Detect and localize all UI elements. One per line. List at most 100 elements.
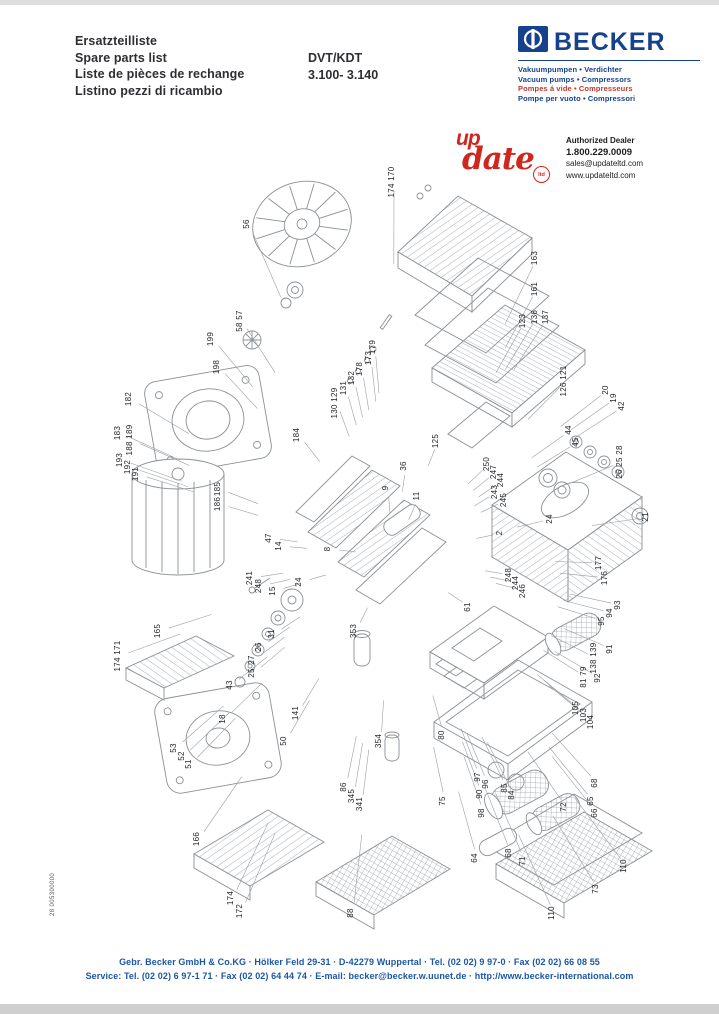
- part-number-label: 183: [113, 426, 122, 440]
- dealer-phone: 1.800.229.0009: [566, 146, 633, 158]
- part-number-label: 15: [268, 586, 277, 596]
- leader-line: [304, 441, 320, 462]
- part-number-label: 136: [530, 310, 539, 324]
- part-number-label: 353: [349, 624, 358, 638]
- leader-line: [537, 446, 571, 468]
- leader-line: [478, 484, 496, 497]
- leader-line: [473, 496, 490, 507]
- leader-line: [290, 700, 310, 734]
- leader-line: [467, 469, 483, 485]
- leader-line: [548, 685, 587, 717]
- part-number-label: 90: [475, 789, 484, 799]
- dealer-website: www.updateltd.com: [566, 170, 636, 180]
- leader-line: [268, 626, 291, 643]
- part-number-label: 188 189: [125, 424, 134, 455]
- part-number-label: 31: [267, 629, 276, 639]
- leader-line: [146, 476, 195, 493]
- leader-line: [348, 396, 357, 426]
- leader-line: [218, 345, 253, 387]
- leader-line: [371, 366, 377, 402]
- part-number-label: 199: [206, 332, 215, 346]
- leader-line: [462, 741, 480, 786]
- leader-line: [527, 751, 562, 800]
- part-number-label: 47: [264, 533, 273, 543]
- leader-line: [543, 650, 579, 673]
- part-number-label: 138 139: [589, 642, 598, 673]
- part-number-label: 97: [473, 772, 482, 782]
- part-number-label: 105: [571, 701, 580, 715]
- leader-line: [190, 711, 231, 751]
- part-number-label: 103: [579, 708, 588, 722]
- dealer-label: Authorized Dealer: [566, 136, 635, 145]
- leader-line: [551, 635, 589, 655]
- leader-line: [231, 682, 263, 713]
- part-number-label: 184: [292, 428, 301, 442]
- part-number-label: 131: [339, 381, 348, 395]
- leader-line: [484, 787, 508, 845]
- leader-line: [463, 756, 482, 805]
- leader-line: [480, 503, 499, 513]
- part-number-label: 25: [247, 668, 256, 678]
- leader-line: [554, 650, 593, 674]
- part-number-label: 20: [601, 385, 610, 395]
- part-number-label: 191: [131, 467, 140, 481]
- part-number-label: 24: [545, 514, 554, 524]
- leader-line: [448, 592, 463, 603]
- part-number-label: 141: [291, 706, 300, 720]
- scan-edge-top: [0, 0, 719, 5]
- leader-line: [355, 743, 363, 788]
- part-number-label: 174: [226, 891, 235, 905]
- part-number-label: 50: [279, 736, 288, 746]
- leader-lines: [128, 190, 640, 905]
- model-range: 3.100- 3.140: [308, 67, 379, 82]
- part-number-label: 52: [177, 751, 186, 761]
- leader-line: [347, 736, 357, 779]
- part-number-label: 66: [590, 808, 599, 818]
- leader-line: [338, 549, 356, 553]
- part-number-label: 73: [591, 884, 600, 894]
- title-block: Ersatzteilliste Spare parts list Liste d…: [75, 33, 244, 99]
- leader-line: [473, 477, 490, 491]
- becker-logo-icon: [518, 26, 548, 57]
- leader-line: [224, 373, 258, 409]
- model-series: DVT/KDT: [308, 51, 363, 65]
- part-number-label: 246: [518, 584, 527, 598]
- leader-line: [128, 633, 181, 654]
- part-number-label: 248: [504, 568, 513, 582]
- part-number-label: 86: [339, 782, 348, 792]
- part-number-label: 2: [495, 530, 504, 535]
- part-number-label: 98: [477, 808, 486, 818]
- leader-line: [182, 705, 224, 743]
- part-number-label: 68: [590, 778, 599, 788]
- part-number-label: 137: [541, 310, 550, 324]
- part-number-label: 64: [470, 853, 479, 863]
- update-logo-date: date: [462, 141, 535, 177]
- part-number-label: 174 170: [387, 166, 396, 197]
- part-number-label: 51: [184, 759, 193, 769]
- part-number-label: 71: [518, 856, 527, 866]
- leader-line: [281, 616, 301, 630]
- leader-line: [551, 732, 592, 777]
- part-number-label: 24: [294, 577, 303, 587]
- leader-line: [490, 576, 510, 582]
- part-number-label: 53: [169, 743, 178, 753]
- leader-line: [359, 607, 368, 624]
- dealer-email: sales@updateltd.com: [566, 159, 644, 168]
- part-number-label: 9: [381, 485, 390, 490]
- leader-line: [353, 834, 363, 905]
- leader-line: [573, 410, 617, 440]
- title-en: Spare parts list: [75, 50, 167, 65]
- leader-line: [560, 395, 602, 427]
- leader-line: [487, 742, 511, 788]
- footer-address-line: Gebr. Becker GmbH & Co.KG · Hölker Feld …: [119, 957, 600, 967]
- part-number-label: 241: [245, 571, 254, 585]
- leader-line: [574, 797, 621, 859]
- part-number-label: 27: [247, 655, 256, 665]
- leader-line: [559, 572, 599, 578]
- part-number-label: 192: [123, 460, 132, 474]
- leader-line: [289, 546, 307, 549]
- part-number-label: 93: [613, 600, 622, 610]
- scan-edge-bottom: [0, 1004, 719, 1014]
